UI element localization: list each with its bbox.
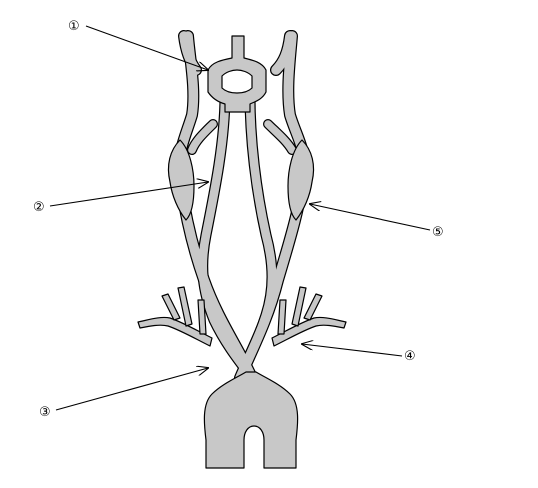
right-sinus [287,139,315,221]
left-sinus [167,139,195,221]
markers: ① ② ③ ④ ⑤ [33,19,444,420]
marker-three: ③ [39,405,51,420]
leader-lines [49,25,431,411]
leader-four [302,344,403,357]
leader-two [49,182,208,207]
leader-five [310,204,431,231]
top-ring [207,35,267,113]
leader-one [85,25,208,70]
marker-five: ⑤ [432,225,444,240]
leader-three [55,368,208,411]
marker-four: ④ [404,349,416,364]
left-lower-branches [137,286,213,347]
right-lower-branches [271,286,347,347]
marker-one: ① [68,19,80,34]
marker-two: ② [33,200,45,215]
aortic-arch [203,371,299,469]
